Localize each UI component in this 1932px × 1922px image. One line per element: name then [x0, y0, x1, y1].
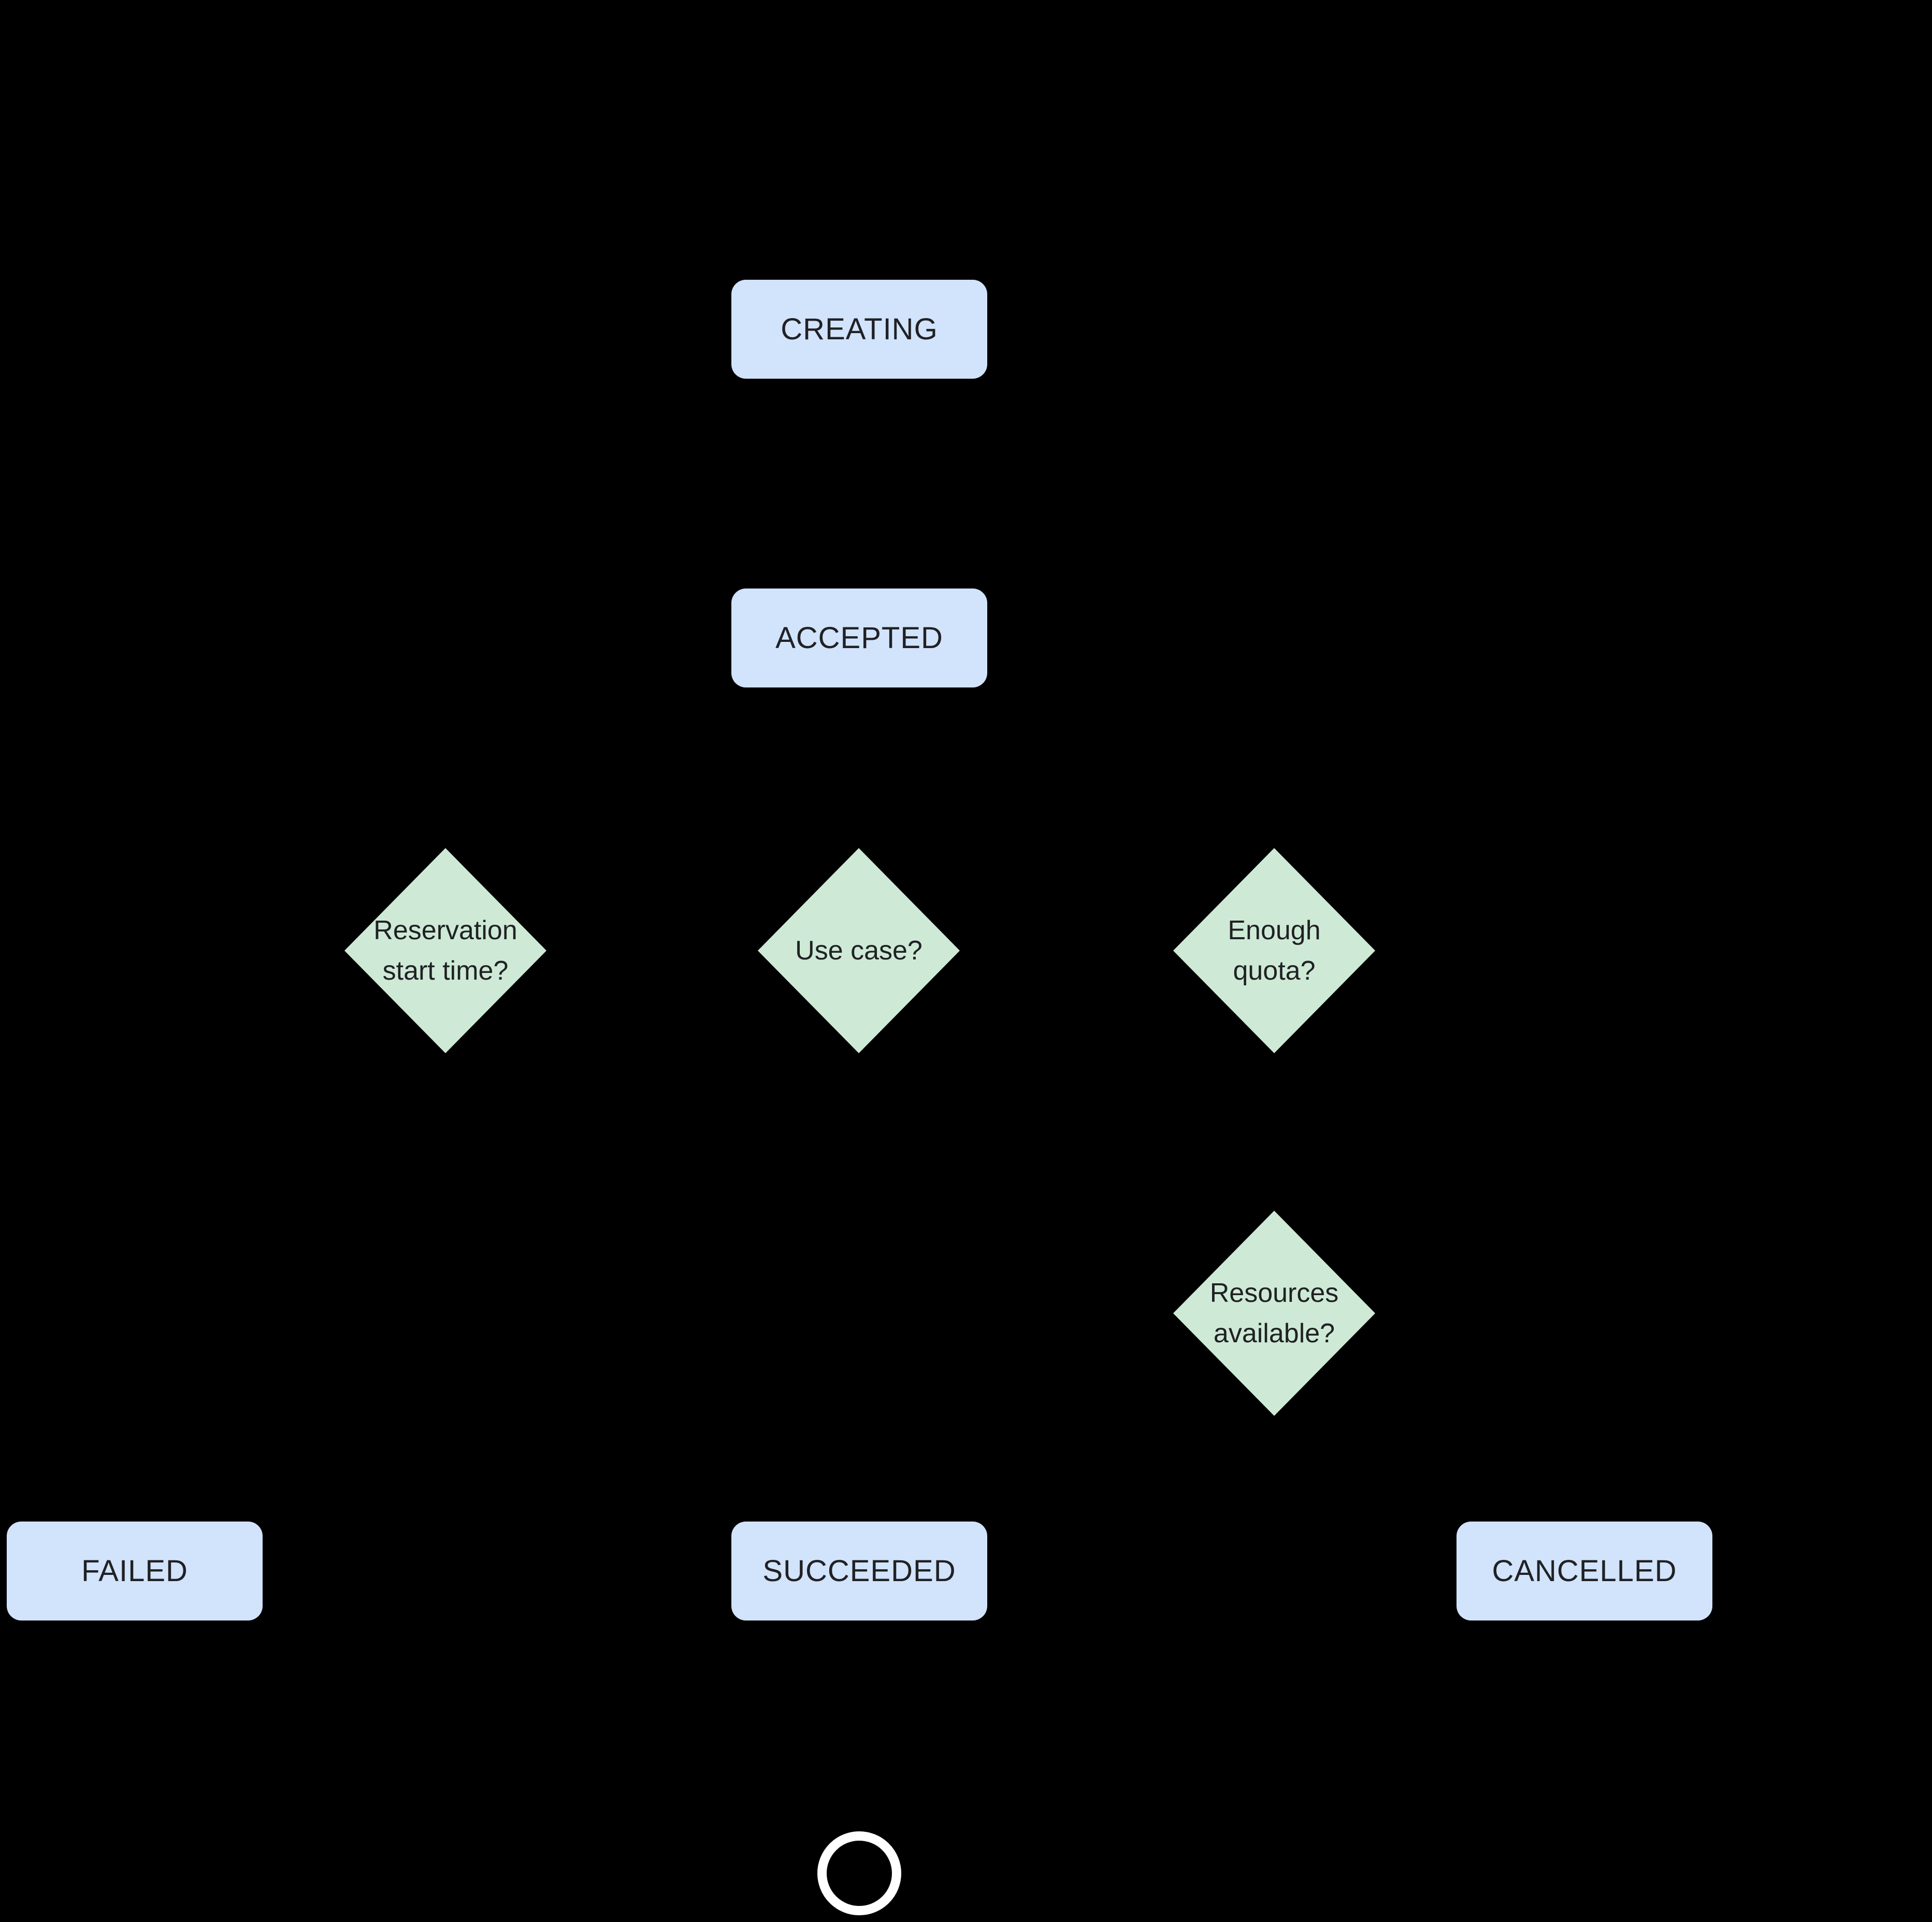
state-cancelled: CANCELLED [1457, 1522, 1712, 1620]
state-label: FAILED [81, 1554, 188, 1588]
state-creating: CREATING [731, 280, 987, 379]
state-accepted: ACCEPTED [731, 589, 987, 687]
decision-resources-available: Resources available? [1173, 1211, 1375, 1416]
final-state-icon [817, 1831, 901, 1915]
decision-label: Reservation start time? [373, 915, 517, 986]
state-succeeded: SUCCEEDED [731, 1522, 987, 1620]
state-label: SUCCEEDED [762, 1554, 956, 1588]
decision-label: Use case? [795, 936, 922, 966]
state-failed: FAILED [7, 1522, 263, 1620]
decision-enough-quota: Enough quota? [1173, 848, 1375, 1053]
state-label: ACCEPTED [775, 621, 943, 655]
state-label: CANCELLED [1492, 1554, 1677, 1588]
decision-reservation-start-time: Reservation start time? [344, 848, 546, 1053]
state-label: CREATING [781, 312, 938, 346]
decision-label: Resources available? [1209, 1278, 1339, 1349]
decision-label: Enough quota? [1228, 915, 1321, 986]
decision-use-case: Use case? [758, 848, 960, 1053]
